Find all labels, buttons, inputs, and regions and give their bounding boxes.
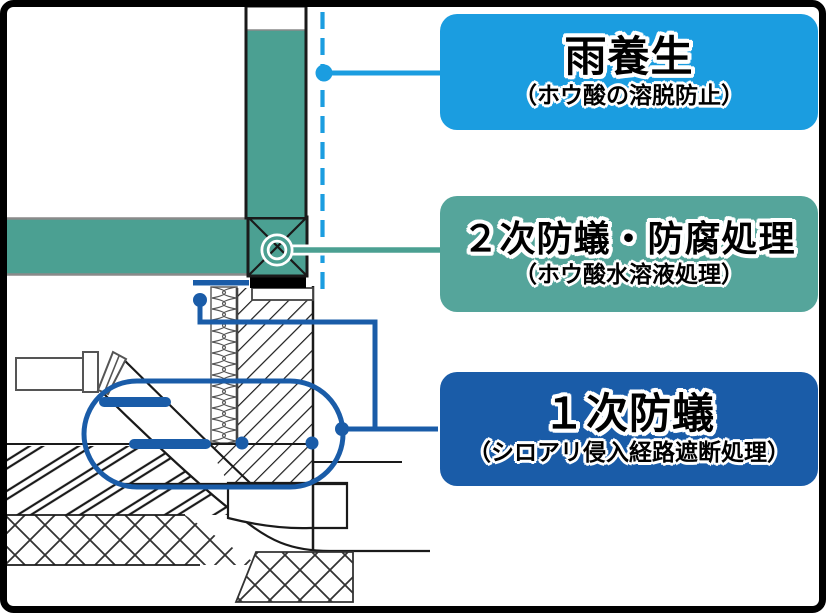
callout-secondary-treatment: ２次防蟻・防腐処理 （ホウ酸水溶液処理） — [440, 196, 818, 312]
termite-seal-bar — [193, 280, 249, 286]
callout-primary-treatment-subtitle: （シロアリ侵入経路遮断処理） — [468, 439, 790, 466]
foundation-packer — [251, 287, 314, 301]
foundation-wall — [213, 286, 315, 550]
post-column — [244, 4, 308, 220]
callout-primary-treatment: １次防蟻 （シロアリ侵入経路遮断処理） — [440, 372, 818, 486]
leader-secondary-treatment — [260, 233, 442, 267]
ground-soil-layer — [7, 446, 258, 566]
callout-primary-treatment-title: １次防蟻 — [542, 390, 715, 438]
leader-primary-treatment — [193, 293, 438, 450]
callout-rain-protection-title: 雨養生 — [564, 33, 694, 81]
callout-rain-protection-subtitle: （ホウ酸の溶脱防止） — [514, 82, 744, 109]
sill-beam — [7, 217, 248, 276]
callout-secondary-treatment-subtitle: （ホウ酸水溶液処理） — [514, 261, 744, 288]
crushed-stone-layer — [234, 551, 354, 603]
insulation-strip — [210, 286, 238, 444]
leader-rain-protection — [315, 64, 442, 82]
callout-rain-protection: 雨養生 （ホウ酸の溶脱防止） — [440, 14, 818, 130]
callout-secondary-treatment-title: ２次防蟻・防腐処理 — [462, 218, 796, 260]
airtight-seal-bar — [250, 277, 306, 288]
